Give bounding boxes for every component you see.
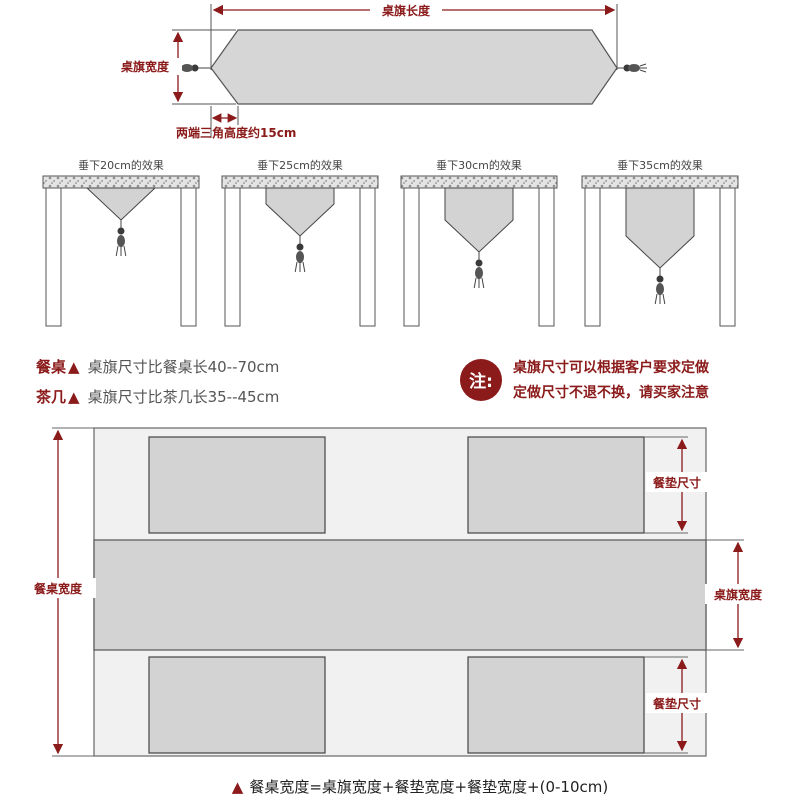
tassel-fringe: [123, 245, 127, 257]
runner-top-diagram: 桌旗长度 桌旗宽度 两端三角高度约15cm: [108, 2, 647, 140]
drop-effect-label: 垂下35cm的效果: [617, 158, 703, 172]
drop-effect-25: 垂下25cm的效果: [221, 158, 379, 327]
tassel-knot: [296, 251, 304, 263]
width-formula: ▲ 餐桌宽度=桌旗宽度+餐垫宽度+餐垫宽度+(0-10cm): [232, 778, 608, 796]
tassel-knot: [475, 267, 483, 279]
custom-size-note: 注: 桌旗尺寸可以根据客户要求定做 定做尺寸不退不换，请买家注意: [460, 359, 710, 401]
rule-tea-table: 茶几▲ 桌旗尺寸比茶几长35--45cm: [36, 388, 279, 406]
tassel-knot: [656, 283, 664, 295]
tassel-icon: [115, 220, 127, 257]
table-leg-left: [584, 187, 601, 327]
table-layout-diagram: 餐桌宽度 桌旗宽度 餐垫尺寸 餐垫尺寸: [20, 427, 773, 757]
tassel-bead: [475, 259, 483, 267]
drop-effects-row: 垂下20cm的效果 垂下25cm的效果 垂下30cm的效果 垂下35cm的效果: [42, 158, 739, 327]
placemat-bottom-left: [148, 656, 326, 754]
tassel-fringe: [115, 245, 119, 257]
tassel-fringe: [481, 277, 485, 289]
runner-drop: [444, 187, 514, 253]
note-badge-text: 注:: [469, 371, 493, 392]
table-leg-right: [359, 187, 376, 327]
note-badge: [460, 359, 502, 401]
runner-fabric: [210, 29, 618, 105]
table-leg-right: [180, 187, 197, 327]
formula-text: 餐桌宽度=桌旗宽度+餐垫宽度+餐垫宽度+(0-10cm): [249, 778, 608, 796]
placemat-bottom-label-bg: [646, 693, 708, 713]
placemat-top-right: [467, 436, 645, 534]
runner-width-label-bg: [705, 584, 773, 604]
table-top: [221, 175, 379, 189]
tassel-fringe: [294, 261, 298, 273]
runner-on-table: [93, 539, 707, 651]
drop-effect-35: 垂下35cm的效果: [581, 158, 739, 327]
note-line-2: 定做尺寸不退不换，请买家注意: [513, 384, 709, 401]
formula-line: ▲ 餐桌宽度=桌旗宽度+餐垫宽度+餐垫宽度+(0-10cm): [232, 778, 608, 796]
table-top: [581, 175, 739, 189]
tassel-icon: [473, 252, 485, 289]
tassel-bead: [656, 275, 664, 283]
tassel-icon: [294, 236, 306, 273]
tassel-icon: [654, 268, 666, 305]
rule-dining-text: 桌旗尺寸比餐桌长40--70cm: [88, 358, 280, 376]
formula-marker: ▲: [232, 778, 244, 796]
rule-tea-category: 茶几: [36, 388, 66, 406]
width-label-bg: [108, 58, 182, 75]
tassel-right-icon: [617, 63, 647, 73]
placemat-bottom-right: [467, 656, 645, 754]
tassel-bead: [296, 243, 304, 251]
table-leg-left: [45, 187, 62, 327]
table-leg-right: [719, 187, 736, 327]
size-rules: 餐桌▲ 桌旗尺寸比餐桌长40--70cm 茶几▲ 桌旗尺寸比茶几长35--45cm: [36, 358, 279, 406]
table-leg-left: [403, 187, 420, 327]
drop-effect-label: 垂下30cm的效果: [436, 158, 522, 172]
runner-drop: [265, 187, 335, 237]
triangle-height-label: 两端三角高度约15cm: [176, 125, 296, 140]
tassel-fringe: [473, 277, 477, 289]
placemat-size-label-bottom: 餐垫尺寸: [653, 696, 701, 711]
runner-drop: [625, 187, 695, 269]
drop-effect-label: 垂下25cm的效果: [257, 158, 343, 172]
placemat-size-label-top: 餐垫尺寸: [653, 475, 701, 490]
rule-tea-marker: ▲: [68, 388, 80, 406]
rule-dining-marker: ▲: [68, 358, 80, 376]
tassel-fringe: [302, 261, 306, 273]
table-leg-right: [538, 187, 555, 327]
table-width-label-bg: [20, 578, 96, 598]
tassel-fringe: [662, 293, 666, 305]
table-width-label: 餐桌宽度: [34, 581, 83, 596]
runner-length-label: 桌旗长度: [381, 3, 431, 18]
runner-width-label: 桌旗宽度: [120, 59, 170, 74]
placemat-top-label-bg: [646, 472, 708, 492]
table-leg-left: [224, 187, 241, 327]
tassel-knot: [117, 235, 125, 247]
tassel-fringe: [654, 293, 658, 305]
runner-width-label: 桌旗宽度: [713, 587, 763, 602]
placemat-top-left: [148, 436, 326, 534]
length-label-bg: [370, 2, 442, 19]
table-top: [400, 175, 558, 189]
rule-dining-table: 餐桌▲ 桌旗尺寸比餐桌长40--70cm: [36, 358, 279, 376]
drop-effect-label: 垂下20cm的效果: [78, 158, 164, 172]
rule-dining-category: 餐桌: [36, 358, 67, 376]
table-top: [42, 175, 200, 189]
drop-effect-30: 垂下30cm的效果: [400, 158, 558, 327]
note-line-1: 桌旗尺寸可以根据客户要求定做: [513, 359, 710, 376]
rule-tea-text: 桌旗尺寸比茶几长35--45cm: [88, 388, 280, 406]
drop-effect-20: 垂下20cm的效果: [42, 158, 200, 327]
tassel-bead: [117, 227, 125, 235]
runner-drop: [85, 187, 157, 221]
